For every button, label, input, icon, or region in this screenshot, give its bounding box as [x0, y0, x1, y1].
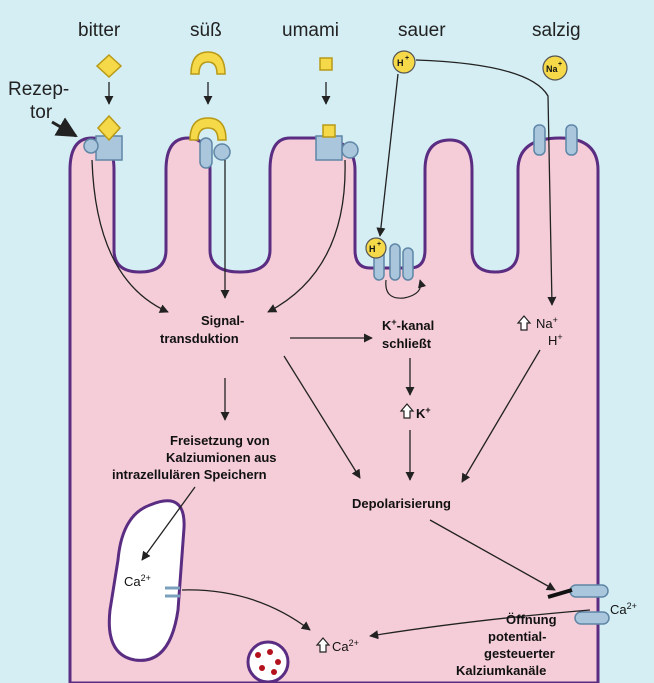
label-depolarisation: Depolarisierung: [352, 496, 451, 511]
proton-outside: H +: [393, 51, 415, 73]
label-opening-4: Kalziumkanäle: [456, 663, 546, 678]
label-release-3: intrazellulären Speichern: [112, 467, 267, 482]
label-umami: umami: [282, 20, 339, 41]
label-bitter: bitter: [78, 20, 121, 41]
proton-at-channel: H +: [366, 238, 386, 258]
bitter-tastant: [97, 55, 121, 77]
svg-text:+: +: [377, 241, 381, 248]
label-salzig: salzig: [532, 20, 581, 41]
sodium-outside: Na +: [543, 56, 567, 80]
svg-text:+: +: [558, 61, 562, 68]
svg-text:H: H: [397, 58, 404, 68]
label-opening-3: gesteuerter: [484, 646, 555, 661]
sweet-tastant: [191, 52, 225, 74]
label-kchannel-1: K+-kanal: [382, 317, 434, 333]
label-release-2: Kalziumionen aus: [166, 450, 277, 465]
label-sauer: sauer: [398, 20, 446, 41]
label-suess: süß: [190, 20, 222, 41]
svg-text:H: H: [369, 244, 376, 254]
label-opening-2: potential-: [488, 629, 547, 644]
label-opening-1: Öffnung: [506, 612, 557, 627]
umami-tastant: [320, 58, 332, 70]
umami-receptor: [316, 125, 358, 160]
label-signal-2: transduktion: [160, 331, 239, 346]
label-release-1: Freisetzung von: [170, 433, 270, 448]
label-receptor-2: tor: [30, 102, 53, 123]
svg-text:Na: Na: [546, 64, 558, 74]
label-ca-outside: Ca2+: [610, 601, 637, 617]
vesicle: [248, 642, 288, 682]
label-signal-1: Signal-: [201, 313, 244, 328]
label-kchannel-2: schließt: [382, 336, 432, 351]
label-receptor-1: Rezep-: [8, 79, 69, 100]
svg-text:+: +: [405, 55, 409, 62]
